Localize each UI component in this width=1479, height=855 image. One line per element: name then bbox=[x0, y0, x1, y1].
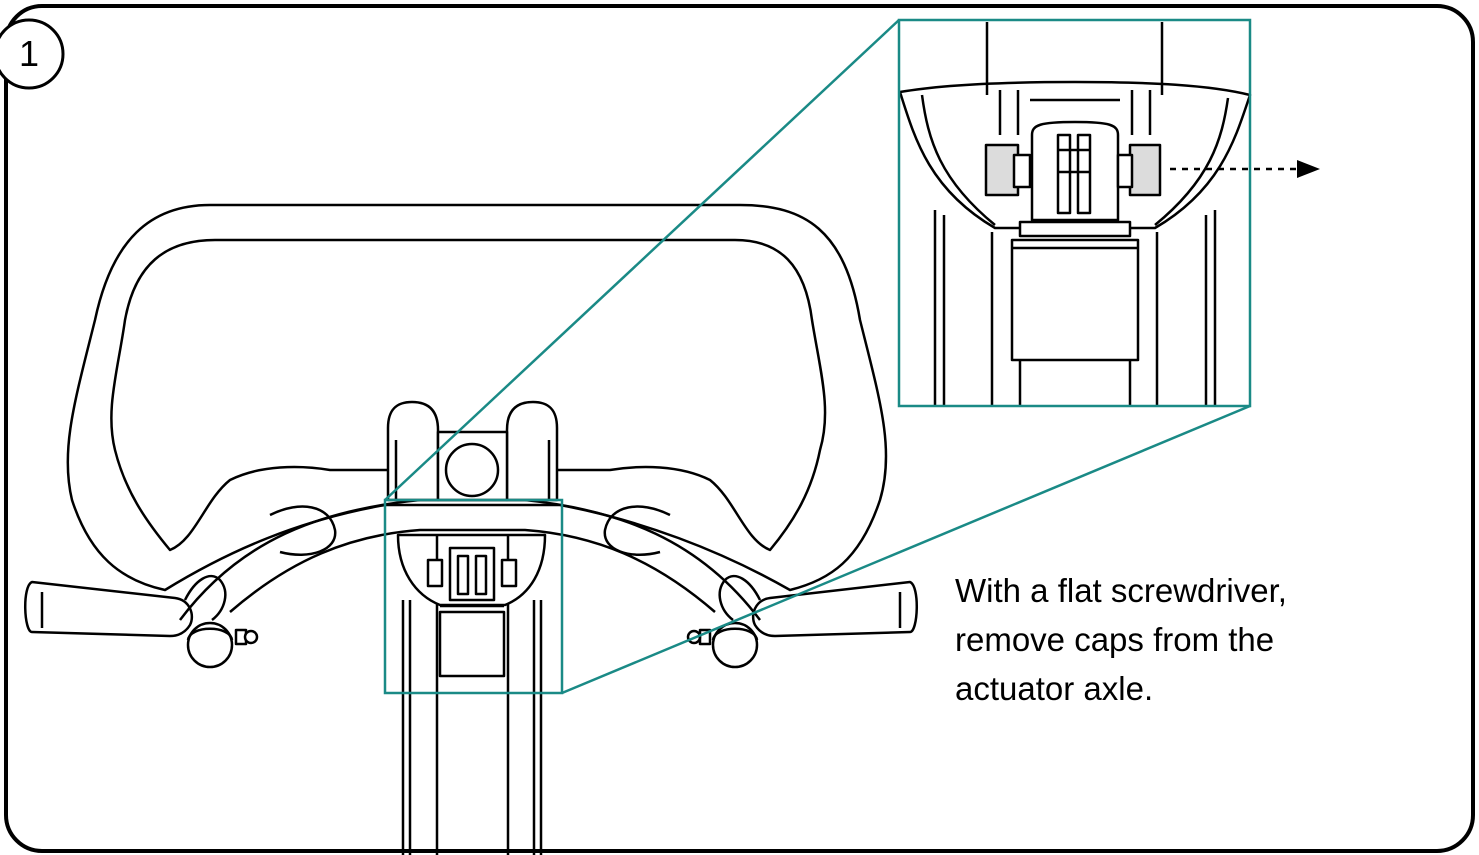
stem-tube bbox=[401, 600, 543, 855]
left-lever bbox=[24, 574, 259, 669]
callout-connector bbox=[383, 18, 1252, 695]
right-clamp-ear bbox=[505, 400, 559, 502]
right-cap bbox=[1128, 143, 1162, 197]
detail-inset bbox=[898, 22, 1252, 405]
actuator bbox=[448, 546, 496, 602]
right-grip-bulge bbox=[603, 505, 671, 556]
step-number: 1 bbox=[18, 33, 40, 74]
panel-border bbox=[4, 4, 1475, 853]
source-zoom-box bbox=[383, 498, 564, 695]
inset-zoom-box bbox=[897, 18, 1252, 408]
left-clamp-ear bbox=[386, 400, 440, 502]
step-number-circle bbox=[0, 18, 65, 90]
left-grip-bulge bbox=[269, 505, 337, 556]
instruction-text: With a flat screwdriver, remove caps fro… bbox=[955, 572, 1287, 707]
right-lever bbox=[686, 574, 918, 669]
stem-collar bbox=[438, 610, 506, 678]
dashed-arrow-right-icon bbox=[1170, 160, 1320, 178]
